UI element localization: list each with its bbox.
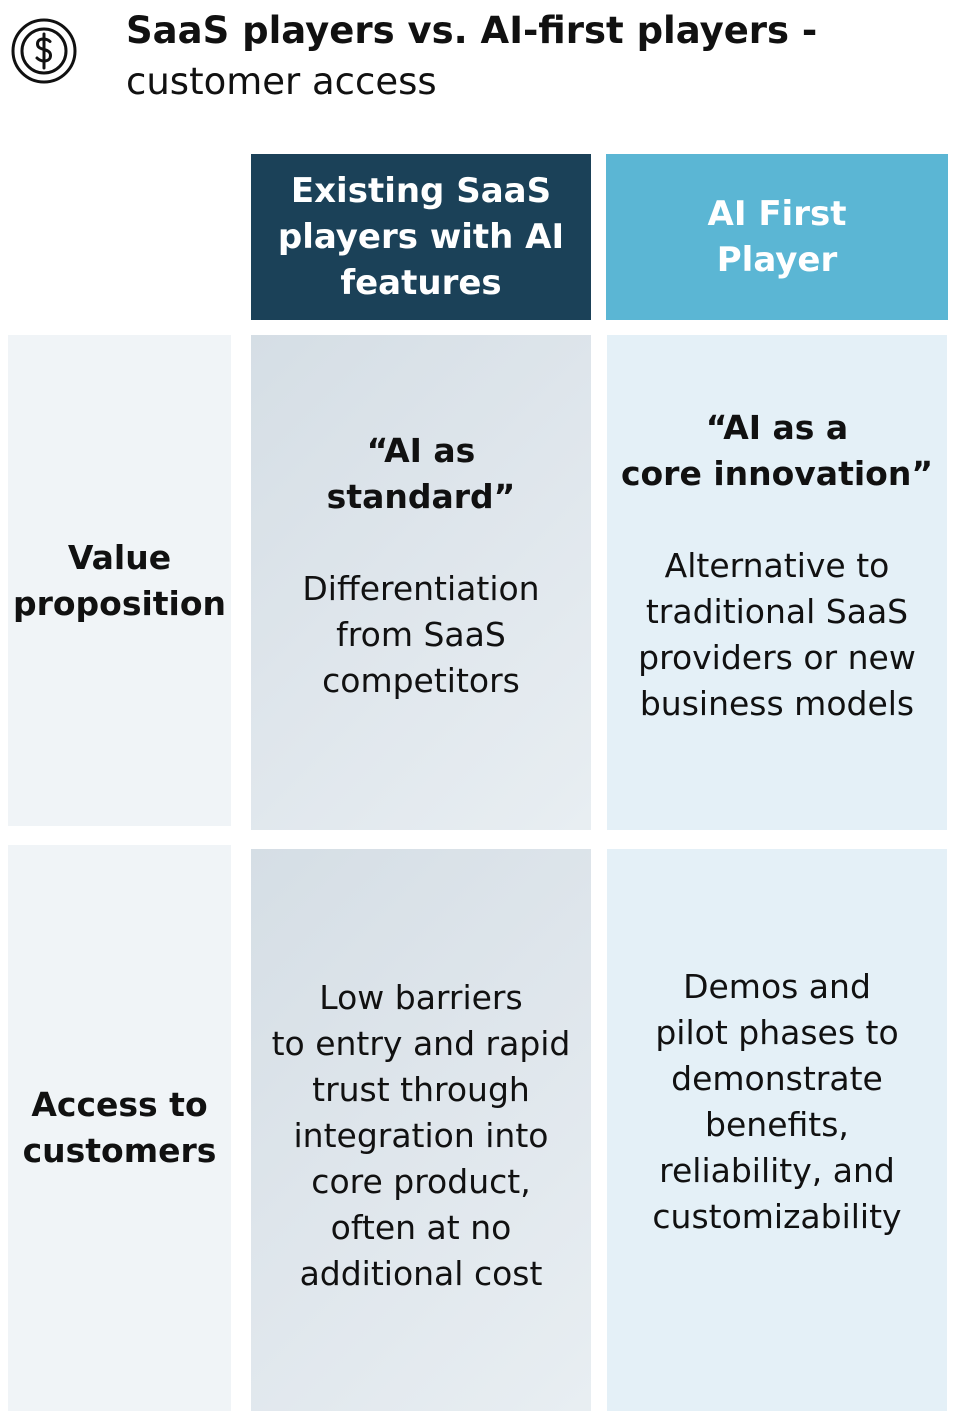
cell-body: Low barriers to entry and rapid trust th… bbox=[271, 978, 571, 1293]
cell-access-ai-first: Demos and pilot phases to demonstrate be… bbox=[607, 849, 947, 1411]
row-header-access-to-customers: Access to customers bbox=[8, 845, 231, 1411]
column-header-label: Existing SaaS players with AI features bbox=[277, 171, 565, 303]
cell-access-saas: Low barriers to entry and rapid trust th… bbox=[251, 849, 591, 1411]
cell-heading: “AI as a core innovation” bbox=[620, 407, 934, 493]
cell-value-ai-first: “AI as a core innovation” Alternative to… bbox=[607, 335, 947, 830]
cell-heading: “AI as standard” bbox=[326, 430, 516, 516]
column-header-saas: Existing SaaS players with AI features bbox=[251, 154, 591, 320]
cell-value-saas: “AI as standard” Differentiation from Sa… bbox=[251, 335, 591, 830]
page-title: SaaS players vs. AI-first players - bbox=[126, 9, 818, 52]
row-header-label: Value proposition bbox=[12, 537, 227, 623]
column-header-label: AI First Player bbox=[707, 194, 847, 280]
cell-body: Demos and pilot phases to demonstrate be… bbox=[652, 966, 902, 1236]
cell-body: Alternative to traditional SaaS provider… bbox=[638, 545, 916, 723]
cell-body: Differentiation from SaaS competitors bbox=[302, 568, 540, 700]
column-header-ai-first: AI First Player bbox=[606, 154, 948, 320]
row-header-label: Access to customers bbox=[22, 1085, 217, 1170]
row-header-value-proposition: Value proposition bbox=[8, 335, 231, 826]
dollar-coin-icon bbox=[10, 17, 78, 85]
page-subtitle: customer access bbox=[126, 60, 437, 103]
